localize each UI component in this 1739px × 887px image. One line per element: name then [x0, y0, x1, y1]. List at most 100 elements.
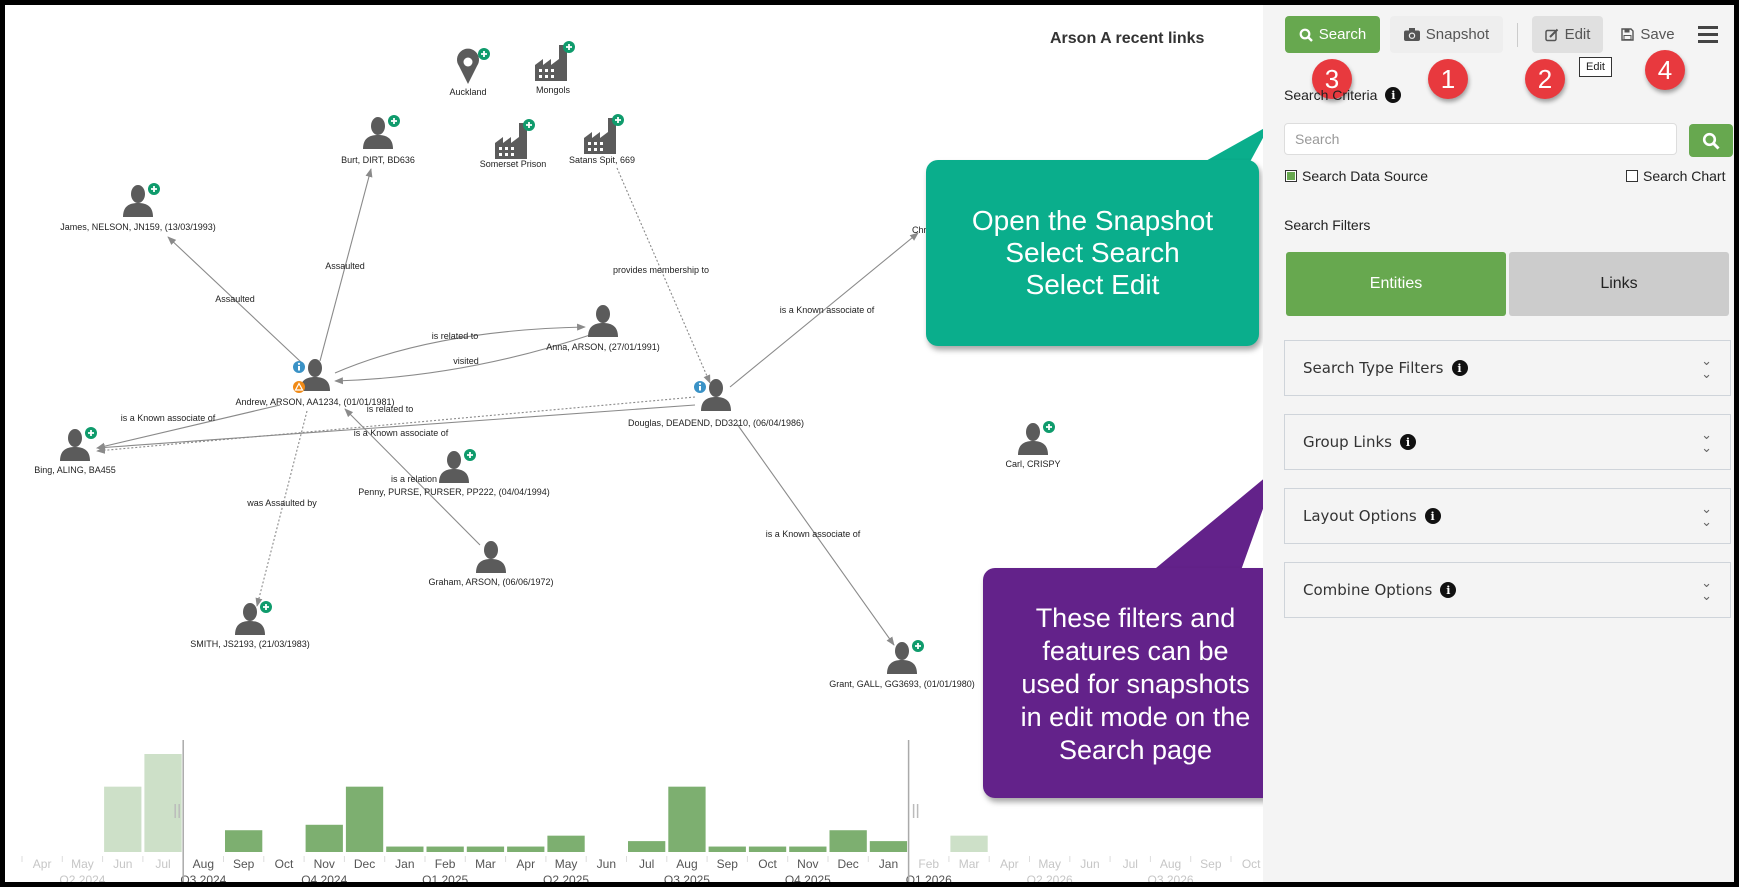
node-label: James, NELSON, JN159, (13/03/1993)	[60, 222, 216, 232]
accordion-title: Layout Options	[1303, 507, 1417, 525]
checkbox-checked[interactable]	[1285, 170, 1297, 182]
graph-node-carl[interactable]: Carl, CRISPY	[1005, 420, 1061, 469]
graph-node-douglas[interactable]: Douglas, DEADEND, DD3210, (06/04/1986)	[628, 379, 804, 428]
toolbar-divider	[1517, 23, 1518, 47]
histogram-bar[interactable]	[345, 786, 384, 852]
info-icon[interactable]: i	[1385, 87, 1402, 103]
graph-node-andrew[interactable]: Andrew, ARSON, AA1234, (01/01/1981)	[235, 359, 395, 407]
histogram-bar[interactable]	[426, 846, 464, 852]
graph-node-penny[interactable]: Penny, PURSE, PURSER, PP222, (04/04/1994…	[358, 448, 550, 497]
month-label: Mar	[959, 857, 980, 871]
graph-link[interactable]	[167, 236, 303, 364]
tab-entities[interactable]: Entities	[1286, 252, 1506, 316]
histogram-bar[interactable]	[829, 830, 867, 852]
green-callout-line: Select Edit	[1025, 269, 1160, 300]
menu-button[interactable]	[1695, 16, 1721, 53]
node-label: Burt, DIRT, BD636	[341, 155, 415, 165]
histogram-bar[interactable]	[144, 754, 182, 852]
histogram-bar[interactable]	[668, 786, 706, 852]
histogram-bar[interactable]	[869, 841, 908, 852]
graph-link[interactable]	[334, 334, 591, 385]
histogram-bar[interactable]	[950, 835, 988, 852]
tab-links[interactable]: Links	[1509, 252, 1729, 316]
info-icon[interactable]: i	[1424, 508, 1441, 524]
graph-node-mongols[interactable]: Mongols	[535, 40, 576, 95]
graph-node-chri[interactable]: Chri	[912, 225, 929, 235]
graph-node-anna[interactable]: Anna, ARSON, (27/01/1991)	[546, 305, 660, 352]
graph-link[interactable]	[344, 408, 481, 546]
graph-link[interactable]	[616, 167, 711, 384]
search-chart-checkbox[interactable]: Search Chart	[1626, 168, 1725, 184]
link-chart-canvas[interactable]: Arson A recent links	[5, 5, 1263, 882]
histogram-bar[interactable]	[225, 830, 263, 852]
month-label: Aug	[676, 857, 697, 871]
month-label: Sep	[233, 857, 255, 871]
histogram-bar[interactable]	[789, 846, 827, 852]
graph-node-james[interactable]: James, NELSON, JN159, (13/03/1993)	[60, 182, 216, 232]
search-button-label: Search	[1318, 26, 1367, 43]
link-label: Assaulted	[325, 261, 365, 271]
histogram-bar[interactable]	[547, 835, 585, 852]
month-label: Feb	[435, 857, 456, 871]
graph-link[interactable]	[96, 404, 281, 450]
person-icon	[701, 379, 731, 411]
factory-icon	[495, 123, 527, 159]
graph-node-graham[interactable]: Graham, ARSON, (06/06/1972)	[428, 541, 554, 587]
graph-node-auckland[interactable]: Auckland	[449, 47, 491, 97]
graph-link[interactable]	[334, 323, 586, 374]
histogram-bar[interactable]	[305, 824, 343, 852]
plus-badge-icon	[1042, 420, 1056, 434]
graph-node-smith[interactable]: SMITH, JS2193, (21/03/1983)	[190, 600, 310, 649]
search-button[interactable]: Search	[1285, 16, 1380, 53]
histogram-bar[interactable]	[708, 846, 746, 852]
graph-node-bing[interactable]: Bing, ALING, BA455	[34, 426, 116, 475]
graph-link[interactable]	[736, 423, 895, 646]
link-label: is a Known associate of	[780, 305, 875, 315]
graph-node-burt[interactable]: Burt, DIRT, BD636	[341, 114, 415, 165]
graph-node-somerset[interactable]: Somerset Prison	[480, 118, 547, 169]
save-button[interactable]: Save	[1613, 16, 1683, 53]
node-label: Graham, ARSON, (06/06/1972)	[428, 577, 553, 587]
info-icon[interactable]: i	[1451, 360, 1468, 376]
edit-button[interactable]: Edit	[1532, 16, 1603, 53]
month-label: Jul	[155, 857, 170, 871]
search-data-source-label: Search Data Source	[1302, 168, 1429, 184]
histogram-bar[interactable]	[507, 846, 545, 852]
search-submit-button[interactable]	[1689, 124, 1733, 157]
month-label: Dec	[354, 857, 375, 871]
histogram-bar[interactable]	[104, 786, 142, 852]
checkbox-unchecked[interactable]	[1626, 170, 1638, 182]
graph-link[interactable]	[96, 396, 696, 454]
graph-link[interactable]	[96, 404, 696, 451]
month-label: May	[555, 857, 578, 871]
month-label: Apr	[516, 857, 535, 871]
histogram-bar[interactable]	[748, 846, 787, 852]
snapshot-button[interactable]: Snapshot	[1390, 16, 1503, 53]
search-input[interactable]	[1284, 123, 1677, 155]
accordion-title: Combine Options	[1303, 581, 1433, 599]
link-label: is related to	[432, 331, 479, 341]
month-label: Jun	[1080, 857, 1099, 871]
info-icon[interactable]: i	[1399, 434, 1416, 450]
graph-node-satans[interactable]: Satans Spit, 669	[569, 113, 635, 165]
link-label: Assaulted	[215, 294, 255, 304]
info-icon[interactable]: i	[1440, 582, 1457, 598]
graph-node-grant[interactable]: Grant, GALL, GG3693, (01/01/1980)	[829, 639, 975, 689]
edit-tooltip: Edit	[1579, 57, 1612, 77]
node-label: Bing, ALING, BA455	[34, 465, 116, 475]
factory-icon	[584, 118, 616, 154]
histogram-bar[interactable]	[386, 846, 424, 852]
search-data-source-checkbox[interactable]: Search Data Source	[1285, 168, 1428, 184]
graph-link[interactable]	[319, 168, 373, 362]
graph-link[interactable]	[729, 232, 919, 388]
histogram-bar[interactable]	[628, 841, 666, 852]
graph-link[interactable]	[255, 410, 308, 607]
histogram-bar[interactable]	[466, 846, 505, 852]
person-icon	[476, 541, 506, 573]
